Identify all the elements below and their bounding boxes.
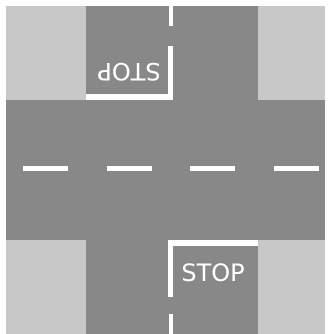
stop-text-south: STOP — [181, 259, 244, 287]
sidewalk-top-right — [258, 6, 325, 100]
center-line-south — [169, 314, 173, 334]
lane-dash — [190, 166, 235, 171]
stop-bar-north — [86, 94, 172, 100]
sidewalk-bottom-right — [258, 240, 325, 334]
stop-bar-south — [168, 240, 258, 246]
lane-dash — [23, 166, 68, 171]
stop-bar-north-edge — [168, 46, 173, 100]
lane-dash — [274, 166, 319, 171]
lane-dash — [107, 166, 152, 171]
center-line-north — [169, 6, 173, 26]
stop-text-north: STOP — [97, 57, 160, 85]
sidewalk-top-left — [6, 6, 86, 100]
stop-bar-south-edge — [168, 240, 173, 297]
sidewalk-bottom-left — [6, 240, 86, 334]
